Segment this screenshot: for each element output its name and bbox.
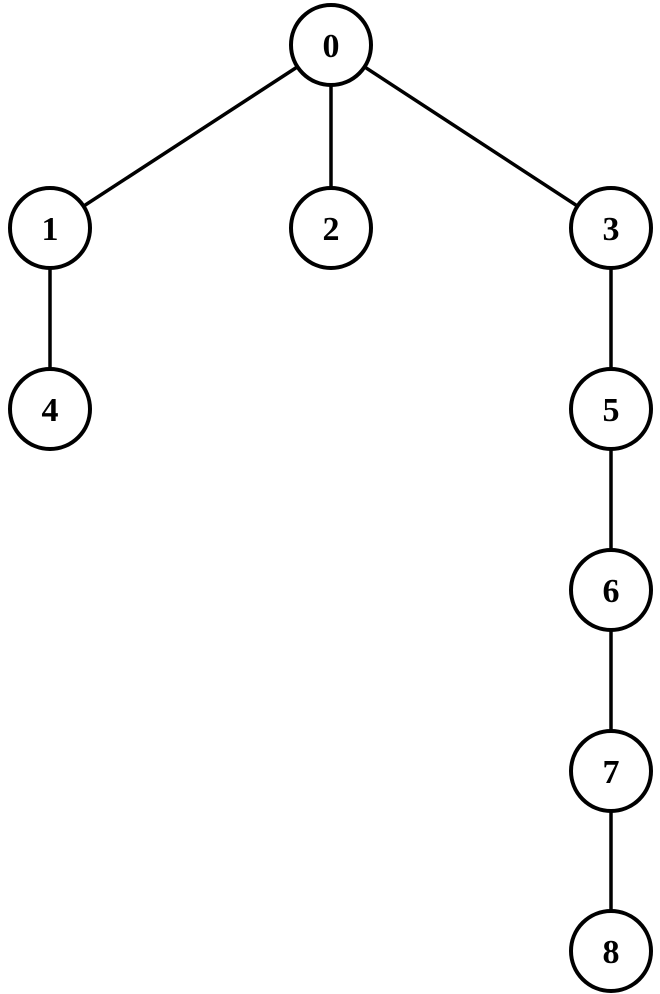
node-3: 3: [569, 186, 653, 270]
node-circle-7: [569, 729, 653, 813]
node-label-5: 5: [603, 392, 620, 429]
edge-0-3: [330, 43, 612, 230]
node-circle-6: [569, 548, 653, 632]
node-8: 8: [569, 909, 653, 993]
edge-0-1: [49, 43, 332, 230]
node-label-0: 0: [323, 28, 340, 65]
node-label-8: 8: [603, 934, 620, 971]
node-label-2: 2: [323, 211, 340, 248]
node-2: 2: [289, 186, 373, 270]
node-circle-4: [8, 367, 92, 451]
node-label-4: 4: [42, 392, 59, 429]
node-circle-1: [8, 186, 92, 270]
node-label-3: 3: [603, 211, 620, 248]
node-label-7: 7: [603, 754, 620, 791]
node-circle-8: [569, 909, 653, 993]
node-7: 7: [569, 729, 653, 813]
node-circle-5: [569, 367, 653, 451]
node-4: 4: [8, 367, 92, 451]
node-circle-3: [569, 186, 653, 270]
node-label-6: 6: [603, 573, 620, 610]
node-6: 6: [569, 548, 653, 632]
node-circle-0: [289, 3, 373, 87]
node-0: 0: [289, 3, 373, 87]
node-1: 1: [8, 186, 92, 270]
node-label-1: 1: [42, 211, 59, 248]
node-5: 5: [569, 367, 653, 451]
node-circle-2: [289, 186, 373, 270]
